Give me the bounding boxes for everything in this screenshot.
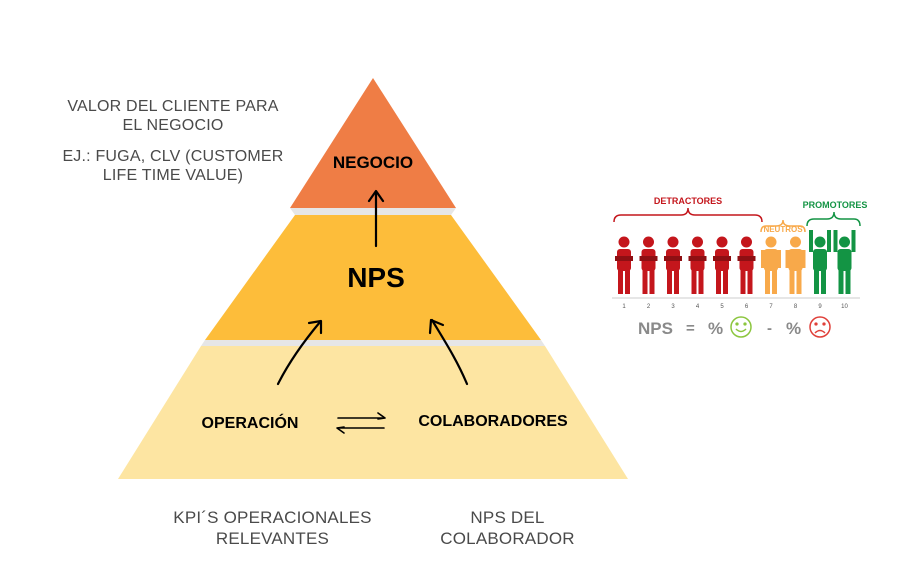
arrow-colaboradores-to-nps	[428, 318, 469, 386]
person-figure-2	[639, 236, 658, 294]
pyramid-band-lower	[201, 340, 545, 346]
person-figure-8	[785, 236, 806, 294]
person-figure-4	[688, 236, 707, 294]
formula-nps: NPS	[638, 319, 673, 338]
sad-face-icon	[809, 316, 831, 338]
arrow-operacion-to-nps	[276, 319, 323, 386]
note-employee-nps: NPS DEL COLABORADOR	[440, 508, 575, 548]
note-operational-kpis: KPI´S OPERACIONALES RELEVANTES	[173, 508, 372, 548]
person-figure-6	[737, 236, 756, 294]
scale-number-6: 6	[745, 304, 749, 310]
promoters-label: PROMOTORES	[803, 200, 868, 210]
pyramid-bottom-tier	[118, 346, 628, 479]
tier-label-negocio: NEGOCIO	[332, 153, 414, 172]
person-figure-7	[761, 236, 781, 294]
scale-number-7: 7	[769, 304, 773, 310]
person-figure-10	[833, 230, 856, 294]
tier-label-nps: NPS	[347, 262, 405, 293]
formula-percent-promoters: %	[708, 319, 723, 338]
scale-number-1: 1	[622, 304, 626, 310]
note-customer-value: VALOR DEL CLIENTE PARA EL NEGOCIO EJ.: F…	[62, 98, 284, 184]
scale-number-9: 9	[818, 304, 822, 310]
formula-minus: -	[767, 320, 772, 337]
nps-scale-graphic: DETRACTORES NEUTROS PROMOTORES 1 2 3 4 5 6 7 8 9…	[612, 196, 868, 338]
person-figure-9	[809, 230, 831, 294]
smiley-face-icon	[730, 316, 752, 338]
pyramid-top-tier	[290, 78, 456, 208]
scale-number-2: 2	[647, 304, 651, 310]
pyramid-middle-tier	[205, 215, 541, 340]
arrow-nps-to-negocio	[367, 189, 385, 248]
detractors-label: DETRACTORES	[654, 196, 722, 206]
person-figure-3	[664, 236, 682, 294]
formula-equals: =	[686, 320, 695, 337]
detractors-brace	[613, 207, 763, 223]
scale-number-3: 3	[671, 304, 675, 310]
exchange-arrows-icon	[336, 412, 386, 434]
scale-number-5: 5	[720, 304, 724, 310]
scale-number-4: 4	[696, 304, 700, 310]
scale-number-10: 10	[841, 304, 848, 310]
pyramid-band-upper	[290, 208, 456, 215]
promoters-brace	[806, 211, 861, 227]
person-figure-1	[615, 236, 633, 294]
neutrals-label: NEUTROS	[763, 225, 803, 234]
formula-percent-detractors: %	[786, 319, 801, 338]
tier-label-colaboradores: COLABORADORES	[418, 413, 568, 430]
tier-label-operacion: OPERACIÓN	[201, 415, 299, 432]
neutrals-brace	[760, 219, 806, 233]
person-figure-5	[713, 236, 731, 294]
scale-number-8: 8	[794, 304, 798, 310]
